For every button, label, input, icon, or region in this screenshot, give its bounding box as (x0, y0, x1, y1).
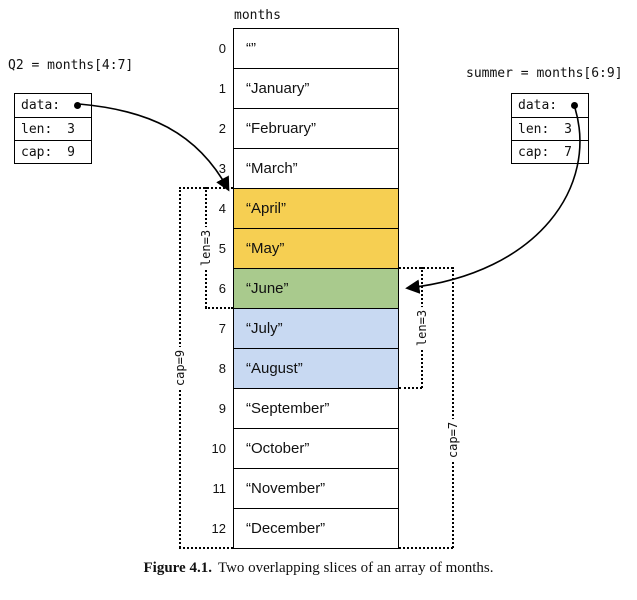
array-index: 10 (211, 441, 226, 456)
summer-len-annotation: len=3 (413, 306, 431, 350)
array-cell-value: “September” (246, 400, 330, 417)
months-array: 0 “” 1 “January” 2 “February” 3 “March” 4 “Ap… (212, 28, 399, 549)
figure-caption: Figure 4.1. Two overlapping slices of an … (0, 560, 637, 577)
array-cell: 1 “January” (219, 68, 399, 109)
summer-cap-label: cap: (518, 144, 550, 160)
array-cell-value: “July” (246, 320, 283, 337)
array-cell: 4 “April” (219, 188, 399, 229)
q2-len-bracket-bottom-line (205, 307, 233, 309)
array-cell: 10 “October” (212, 428, 399, 469)
q2-data-label: data: (21, 98, 61, 113)
array-cell: 3 “March” (219, 148, 399, 189)
array-cell-value: “” (246, 40, 256, 57)
array-cell-value: “June” (246, 280, 289, 297)
q2-pointer-dot (74, 102, 81, 109)
q2-len-field: len: 3 (15, 117, 91, 140)
array-index: 6 (218, 281, 226, 296)
array-index: 12 (211, 521, 226, 536)
summer-slice-title: summer = months[6:9] (466, 66, 623, 81)
summer-data-label: data: (518, 98, 558, 113)
array-index: 1 (218, 81, 226, 96)
array-cell-value: “May” (246, 240, 285, 257)
summer-cap-bracket-line (452, 267, 454, 548)
summer-len-field: len: 3 (512, 117, 588, 140)
array-cell: 7 “July” (219, 308, 399, 349)
summer-slice-header: data: len: 3 cap: 7 (511, 93, 589, 164)
array-cell-value: “March” (246, 160, 298, 177)
q2-cap-value: 9 (67, 144, 75, 160)
array-index: 11 (212, 481, 227, 496)
array-cell-value: “December” (246, 520, 326, 537)
array-index: 3 (218, 161, 226, 176)
q2-len-value: 3 (67, 121, 75, 137)
array-index: 9 (218, 401, 226, 416)
array-cell-value: “October” (246, 440, 310, 457)
array-index: 2 (218, 121, 226, 136)
array-index: 5 (218, 241, 226, 256)
summer-data-field: data: (512, 94, 588, 117)
q2-len-label: len: (21, 121, 53, 137)
array-cell-value: “April” (246, 200, 286, 217)
array-index: 0 (218, 41, 226, 56)
array-cell: 6 “June” (219, 268, 399, 309)
q2-cap-label: cap: (21, 144, 53, 160)
summer-bracket-top-line (399, 267, 453, 269)
q2-data-field: data: (15, 94, 91, 117)
q2-cap-annotation: cap=9 (171, 346, 189, 390)
array-cell: 5 “May” (219, 228, 399, 269)
array-cell: 8 “August” (219, 348, 399, 389)
q2-slice-header: data: len: 3 cap: 9 (14, 93, 92, 164)
array-cell: 12 “December” (212, 508, 399, 549)
summer-len-value: 3 (564, 121, 572, 137)
q2-cap-bracket-bottom-line (179, 547, 233, 549)
array-cell-value: “August” (246, 360, 303, 377)
array-name-label: months (234, 8, 281, 23)
q2-slice-title: Q2 = months[4:7] (8, 58, 134, 73)
figure-caption-number: Figure 4.1. (143, 560, 212, 576)
array-index: 8 (218, 361, 226, 376)
array-cell-value: “January” (246, 80, 310, 97)
summer-cap-value: 7 (564, 144, 572, 160)
array-cell: 11 “November” (213, 468, 399, 509)
summer-cap-annotation: cap=7 (444, 418, 462, 462)
array-cell-value: “November” (246, 480, 326, 497)
array-cell: 9 “September” (219, 388, 399, 429)
summer-len-bracket-bottom-line (399, 387, 422, 389)
figure-caption-text: Two overlapping slices of an array of mo… (217, 560, 494, 576)
summer-len-label: len: (518, 121, 550, 137)
array-cell: 0 “” (219, 28, 399, 69)
q2-cap-field: cap: 9 (15, 140, 91, 163)
q2-len-annotation: len=3 (197, 226, 215, 270)
array-index: 4 (218, 201, 226, 216)
summer-cap-bracket-bottom-line (399, 547, 453, 549)
array-cell: 2 “February” (219, 108, 399, 149)
array-index: 7 (218, 321, 226, 336)
summer-cap-field: cap: 7 (512, 140, 588, 163)
array-cell-value: “February” (246, 120, 317, 137)
summer-pointer-dot (571, 102, 578, 109)
